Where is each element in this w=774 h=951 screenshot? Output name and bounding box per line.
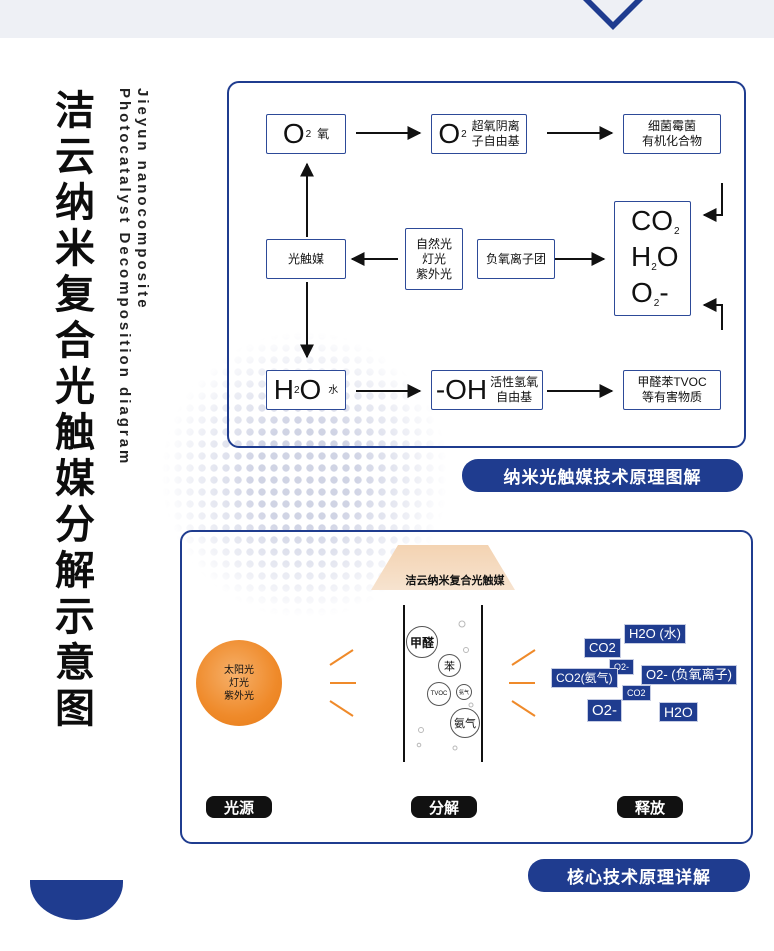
title-char: 米 [55, 227, 95, 271]
title-char: 解 [55, 549, 95, 593]
light-rays-right [509, 649, 536, 717]
released-h2o-water: H2O (水) [624, 624, 687, 644]
hydroxyl-label-line-2: 自由基 [496, 390, 533, 404]
pill-light-source: 光源 [206, 796, 272, 818]
top-bar [0, 0, 774, 38]
bacteria-label-line-2: 有机化合物 [641, 134, 702, 148]
tvoc-molecule: TVOC [427, 682, 451, 706]
voc-label-line-2: 等有害物质 [641, 390, 702, 404]
light-rays-left [329, 649, 356, 717]
arrow-bacteria-to-products [702, 183, 723, 222]
title-char: 触 [55, 411, 95, 455]
h2o-symbol-h: H [631, 240, 652, 272]
light-source-node: 自然光 灯光 紫外光 [405, 228, 463, 290]
released-o2-big: O2- [587, 699, 623, 722]
negative-ion-node: 负氧离子团 [477, 239, 555, 279]
h2o-subscript: 2 [651, 261, 657, 273]
water-subscript: 2 [293, 384, 300, 396]
light-label-line-3: 紫外光 [415, 266, 452, 281]
o2-anion-subscript: 2 [653, 297, 660, 309]
o2-symbol: O [282, 118, 305, 149]
sun-icon: 太阳光 灯光 紫外光 [196, 640, 282, 726]
radical-label-line-1: 超氧阴离 [471, 119, 520, 133]
vertical-subtitle-en: Jieyun nanocomposite Photocatalyst Decom… [115, 88, 151, 466]
o2-label: 氧 [317, 126, 330, 141]
title-char: 洁 [55, 89, 95, 133]
released-co2-ammonia: CO2(氨气) [551, 668, 618, 688]
hydroxyl-label-line-1: 活性氢氧 [490, 375, 539, 389]
pill-release: 释放 [617, 796, 683, 818]
water-symbol-h: H [273, 374, 294, 405]
light-label-line-1: 自然光 [415, 236, 452, 251]
vertical-title: 洁 云 纳 米 复 合 光 触 媒 分 解 示 意 图 [52, 88, 98, 732]
process-panel [180, 530, 753, 844]
title-char: 示 [55, 595, 95, 639]
released-o2-anion: O2- (负氧离子) [641, 665, 737, 685]
title-char: 光 [55, 365, 95, 409]
released-h2o: H2O [659, 702, 698, 722]
voc-label-line-1: 甲醛苯TVOC [637, 375, 707, 389]
sun-label-line-2: 灯光 [229, 677, 249, 689]
photocatalyst-label: 光触媒 [287, 251, 324, 266]
catalyst-funnel [371, 545, 515, 590]
title-char: 云 [55, 135, 95, 179]
h2o-symbol-o: O [656, 240, 679, 272]
radical-symbol: O [438, 118, 461, 149]
title-char: 复 [55, 273, 95, 317]
photocatalyst-node: 光触媒 [266, 239, 346, 279]
o2-subscript: 2 [305, 128, 312, 140]
hydroxyl-radical-node: -OH 活性氢氧 自由基 [431, 370, 543, 410]
top-notch-decoration [583, 0, 643, 30]
benzene-molecule: 苯 [438, 654, 461, 677]
title-char: 媒 [55, 457, 95, 501]
channel-walls [403, 605, 483, 762]
co2-symbol: CO [631, 204, 673, 236]
ammonia-molecule: 氨气 [450, 708, 480, 738]
title-char: 图 [55, 687, 95, 731]
sun-label-line-3: 紫外光 [224, 690, 254, 702]
released-co2-b: CO2 [622, 685, 651, 701]
released-co2-a: CO2 [584, 638, 621, 658]
bacteria-label-line-1: 细菌霉菌 [647, 119, 696, 133]
subtitle-line-1: Jieyun nanocomposite [134, 88, 151, 311]
o2-anion-symbol: O [631, 276, 653, 308]
negative-ion-label: 负氧离子团 [485, 251, 546, 266]
title-char: 分 [55, 503, 95, 547]
products-node: CO2 H2O O2- [614, 201, 691, 316]
o2-anion-sign: - [659, 276, 669, 308]
radical-subscript: 2 [461, 128, 467, 140]
caption-core-technology: 核心技术原理详解 [528, 859, 750, 892]
title-char: 合 [55, 319, 95, 363]
subtitle-line-2: Photocatalyst Decomposition diagram [116, 88, 133, 467]
hydroxyl-symbol: -OH [435, 374, 488, 405]
caption-principle: 纳米光触媒技术原理图解 [462, 459, 743, 492]
water-symbol-o: O [299, 374, 322, 405]
funnel-label: 洁云纳米复合光触媒 [405, 575, 505, 587]
light-label-line-2: 灯光 [421, 251, 446, 266]
water-label: 水 [328, 384, 339, 396]
principle-diagram-panel [227, 81, 746, 448]
ammonia-small-molecule: 氨气 [456, 684, 472, 700]
title-char: 意 [55, 641, 95, 685]
formaldehyde-molecule: 甲醛 [406, 626, 438, 658]
co2-subscript: 2 [674, 225, 680, 237]
title-char: 纳 [55, 181, 95, 225]
radical-label-line-2: 子自由基 [471, 134, 520, 148]
bacteria-node: 细菌霉菌 有机化合物 [623, 114, 721, 154]
sun-label-line-1: 太阳光 [224, 664, 254, 676]
voc-node: 甲醛苯TVOC 等有害物质 [623, 370, 721, 410]
arrow-voc-to-products [702, 298, 723, 330]
pill-decompose: 分解 [411, 796, 477, 818]
